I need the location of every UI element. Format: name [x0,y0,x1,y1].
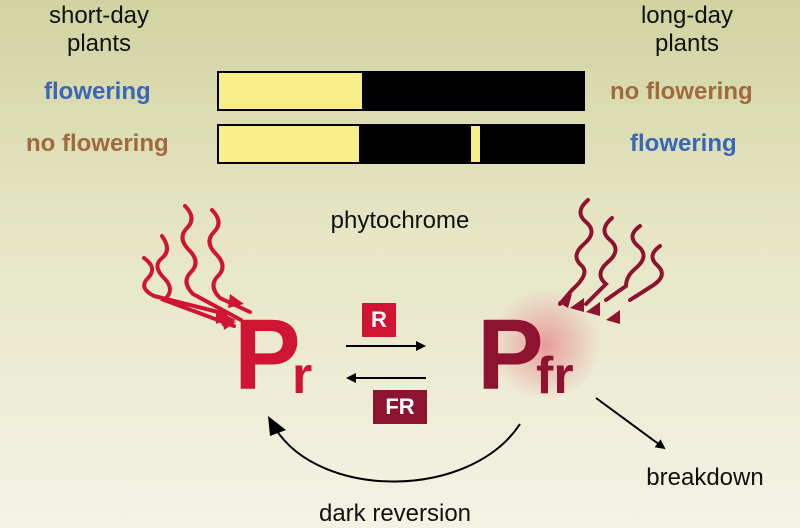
phytochrome-label: phytochrome [330,207,470,234]
long-day-line1: long-day [640,2,734,29]
short-day-flowering-label: flowering [44,78,151,105]
short-day-plants-label: short-day plants [24,2,174,58]
long-day-plants-label: long-day plants [612,2,762,58]
dark-reversion-arrowhead [268,416,286,436]
short-day-line2: plants [66,30,132,57]
red-arrowheads [216,294,244,330]
pr-letter: P [234,299,301,411]
red-light-box: R [362,303,396,337]
pr-subscript: r [292,347,313,405]
light-period-2 [219,126,359,162]
red-light-arrows [142,204,252,328]
light-flash [471,126,480,162]
photoperiod-bar-2 [217,124,585,164]
breakdown-arrow [595,397,666,450]
far-red-arrowheads [558,294,620,324]
far-red-light-arrows [558,198,664,306]
pfr-subscript: fr [536,347,574,405]
dark-reversion-label: dark reversion [318,500,472,527]
far-red-light-box: FR [373,390,427,424]
short-day-line1: short-day [48,2,150,29]
breakdown-label: breakdown [646,464,764,491]
light-period-1 [219,73,362,109]
long-day-flowering-label: flowering [630,130,737,157]
long-day-no-flowering-label: no flowering [610,78,753,105]
pfr-letter: P [477,299,544,411]
dark-reversion-arrow [274,423,521,483]
short-day-no-flowering-label: no flowering [26,130,169,157]
photoperiod-bar-1 [217,71,585,111]
long-day-line2: plants [654,30,720,57]
